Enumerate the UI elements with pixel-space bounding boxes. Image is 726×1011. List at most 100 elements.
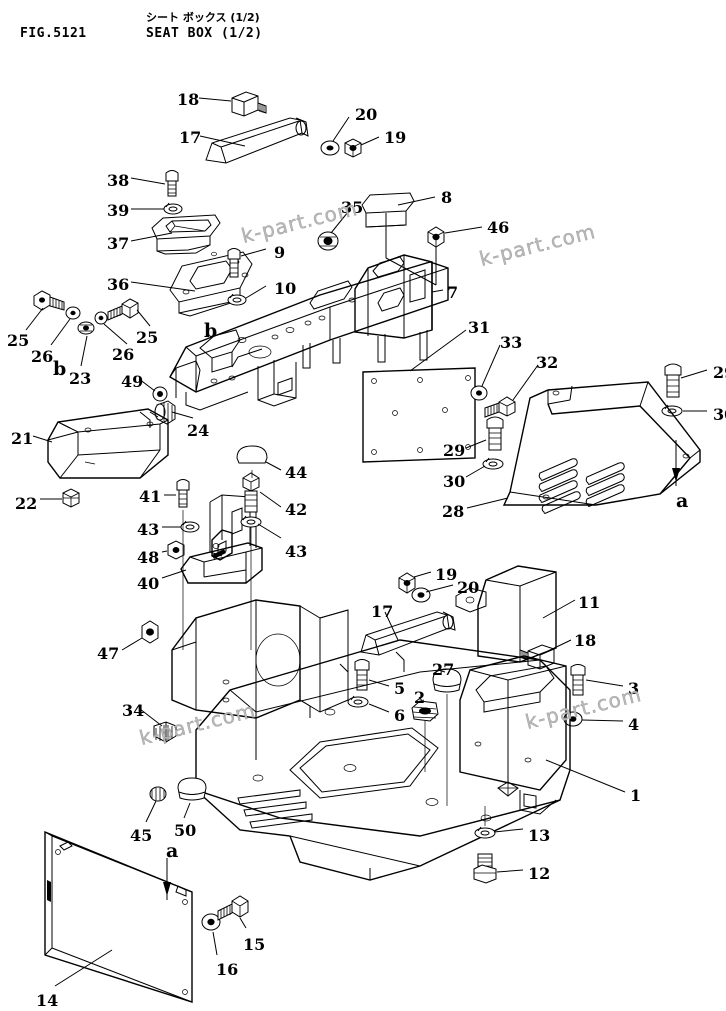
callout-ref-49[interactable]: 49: [121, 372, 144, 391]
callout-ref-34[interactable]: 34: [122, 701, 145, 720]
leader-36: [131, 282, 195, 291]
callout-ref-25[interactable]: 25: [136, 328, 159, 347]
leader-20-top: [333, 117, 349, 141]
leader-29-right: [681, 370, 707, 378]
part-9-bolt: [228, 249, 240, 278]
callout-ref-43[interactable]: 43: [137, 520, 160, 539]
callout-ref-36[interactable]: 36: [107, 275, 130, 294]
callout-ref-6[interactable]: 6: [394, 706, 406, 725]
callout-ref-5[interactable]: 5: [394, 679, 406, 698]
part-21-box: [48, 409, 168, 478]
callout-ref-29[interactable]: 29: [443, 441, 466, 460]
section-marker-b: b: [204, 320, 218, 342]
callout-ref-20[interactable]: 20: [457, 578, 480, 597]
callout-ref-20[interactable]: 20: [355, 105, 378, 124]
callout-ref-13[interactable]: 13: [528, 826, 551, 845]
leader-40: [162, 570, 186, 578]
callout-ref-10[interactable]: 10: [274, 279, 297, 298]
callout-ref-16[interactable]: 16: [216, 960, 239, 979]
callout-ref-43[interactable]: 43: [285, 542, 308, 561]
leader-16: [213, 932, 217, 955]
callout-ref-45[interactable]: 45: [130, 826, 153, 845]
part-15-bolt: [218, 896, 248, 920]
leader-15: [240, 918, 246, 928]
part-6-lock-washer: [348, 696, 368, 707]
callout-ref-38[interactable]: 38: [107, 171, 130, 190]
part-24-bushing: [155, 401, 175, 424]
callout-ref-19[interactable]: 19: [384, 128, 407, 147]
callout-ref-23[interactable]: 23: [69, 369, 92, 388]
callout-ref-39[interactable]: 39: [107, 201, 130, 220]
callout-ref-37[interactable]: 37: [107, 234, 130, 253]
callout-ref-17[interactable]: 17: [179, 128, 202, 147]
callout-ref-8[interactable]: 8: [441, 188, 453, 207]
callout-ref-7[interactable]: 7: [447, 283, 459, 302]
leader-24: [172, 412, 193, 418]
callout-ref-48[interactable]: 48: [137, 548, 160, 567]
leader-42: [260, 492, 281, 507]
callout-ref-25[interactable]: 25: [7, 331, 30, 350]
leader-19-top: [361, 137, 379, 145]
part-42-bolt: [243, 473, 259, 512]
callout-ref-4[interactable]: 4: [628, 715, 640, 734]
callout-ref-1[interactable]: 1: [630, 786, 642, 805]
callout-ref-35[interactable]: 35: [341, 198, 364, 217]
leader-23: [81, 336, 87, 366]
callout-ref-21[interactable]: 21: [11, 429, 34, 448]
callout-ref-33[interactable]: 33: [500, 333, 523, 352]
callout-ref-18[interactable]: 18: [177, 90, 200, 109]
callout-ref-11[interactable]: 11: [578, 593, 601, 612]
leader-32: [513, 365, 538, 400]
callout-ref-31[interactable]: 31: [468, 318, 491, 337]
part-34-latch: [154, 722, 176, 742]
leader-47: [122, 638, 142, 650]
leader-6: [369, 704, 389, 712]
callout-ref-17[interactable]: 17: [371, 602, 394, 621]
part-29-bolt-right: [665, 364, 681, 397]
callout-ref-26[interactable]: 26: [112, 345, 135, 364]
part-43-lock-washer-right: [241, 516, 261, 527]
part-25-bolt-left: [34, 291, 64, 310]
callout-ref-9[interactable]: 9: [274, 243, 286, 262]
callout-ref-41[interactable]: 41: [139, 487, 162, 506]
callout-ref-42[interactable]: 42: [285, 500, 308, 519]
callout-ref-47[interactable]: 47: [97, 644, 120, 663]
callout-ref-3[interactable]: 3: [628, 679, 640, 698]
callout-ref-22[interactable]: 22: [15, 494, 38, 513]
callout-ref-12[interactable]: 12: [528, 864, 551, 883]
callout-ref-50[interactable]: 50: [174, 821, 197, 840]
part-12-bolt: [474, 854, 496, 883]
part-22-nut: [63, 489, 79, 507]
callout-ref-32[interactable]: 32: [536, 353, 559, 372]
callout-ref-26[interactable]: 26: [31, 347, 54, 366]
part-33-washer: [471, 386, 487, 400]
part-7-console-frame: [170, 255, 448, 410]
callout-ref-18[interactable]: 18: [574, 631, 597, 650]
section-marker-a: a: [676, 490, 689, 512]
part-20-washer-lower: [412, 588, 430, 602]
callout-ref-15[interactable]: 15: [243, 935, 266, 954]
callout-ref-28[interactable]: 28: [442, 502, 465, 521]
leader-14: [55, 950, 112, 986]
callout-ref-29[interactable]: 29: [713, 363, 726, 382]
part-32-bolt: [485, 397, 515, 417]
callout-ref-14[interactable]: 14: [36, 991, 59, 1010]
leader-5: [369, 680, 389, 686]
callout-ref-44[interactable]: 44: [285, 463, 308, 482]
part-4-washer: [564, 712, 582, 726]
leader-37: [131, 233, 172, 241]
callout-ref-30[interactable]: 30: [713, 405, 726, 424]
part-47-bushing: [142, 621, 158, 643]
callout-ref-19[interactable]: 19: [435, 565, 458, 584]
callout-ref-46[interactable]: 46: [487, 218, 510, 237]
figure-number: FIG.5121: [20, 26, 87, 41]
callout-ref-24[interactable]: 24: [187, 421, 210, 440]
part-44-knob: [237, 446, 267, 463]
callout-ref-30[interactable]: 30: [443, 472, 466, 491]
leader-17-lower: [385, 612, 398, 640]
leader-2: [419, 697, 423, 702]
callout-ref-2[interactable]: 2: [414, 688, 426, 707]
callout-ref-27[interactable]: 27: [432, 660, 455, 679]
callout-ref-40[interactable]: 40: [137, 574, 160, 593]
section-marker-b: b: [53, 358, 67, 380]
